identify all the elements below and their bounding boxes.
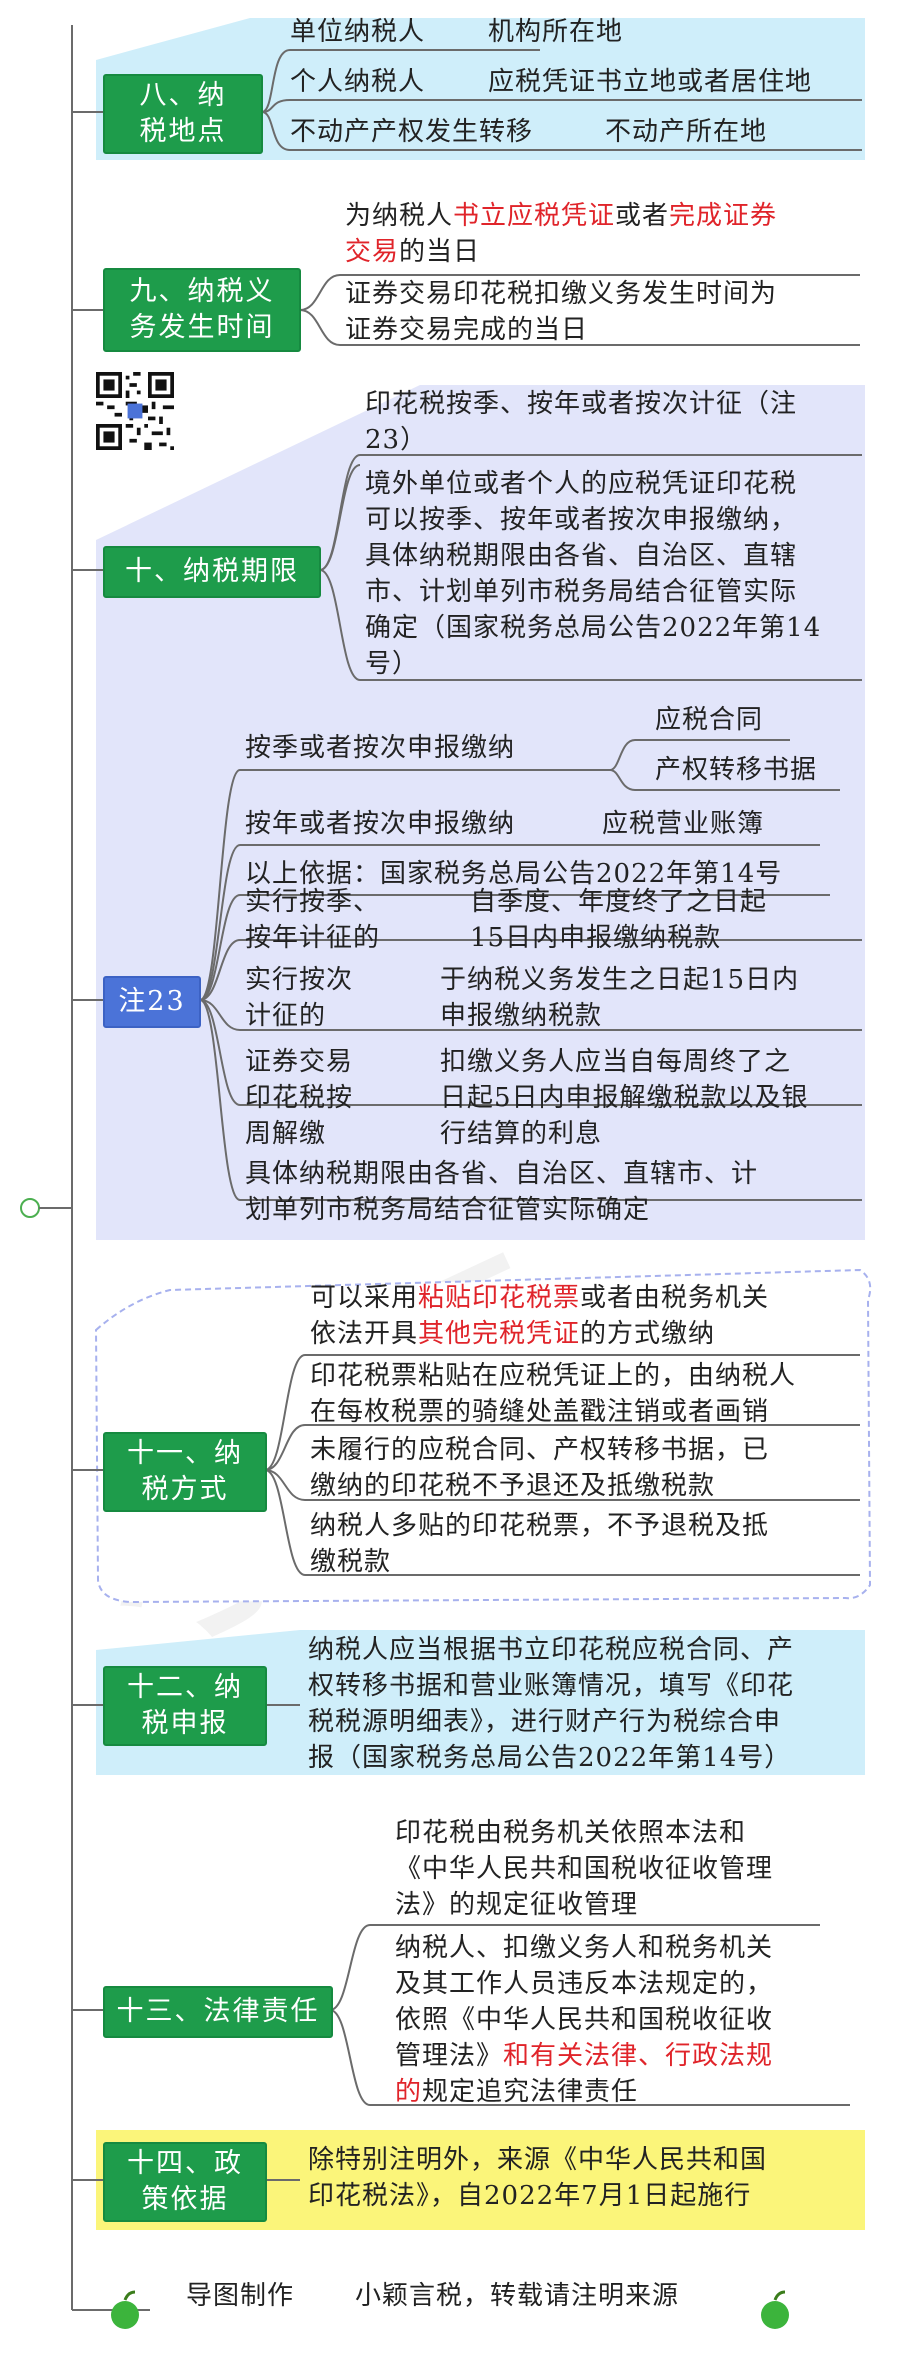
s11-item1-c: 或者由税务机关 依法开具 (310, 1283, 770, 1349)
node-s8-title: 八、纳 税地点 (139, 80, 227, 147)
note23-r7: 具体纳税期限由各省、自治区、直辖市、计 划单列市税务局结合征管实际确定 (245, 1159, 759, 1225)
s9-item1-d: 完成证券 交易 (345, 201, 778, 267)
note23-r2a: 应税营业账簿 (602, 809, 765, 839)
s8-row1-left: 单位纳税人 (290, 17, 426, 47)
s13-item1: 印花税由税务机关依照本法和 《中华人民共和国税收征收管理 法》的规定征收管理 (395, 1818, 774, 1920)
s11-item1-a: 可以采用 (310, 1283, 419, 1313)
s11-item1: 可以采用粘贴印花税票或者由税务机关 依法开具其他完税凭证的方式缴纳 (310, 1280, 860, 1352)
node-s11-title: 十一、纳 税方式 (127, 1438, 243, 1505)
s8-row2-left: 个人纳税人 (290, 67, 426, 97)
s9-item1-b: 书立应税凭证 (453, 201, 616, 231)
s9-item1-c: 或者 (615, 201, 670, 231)
s13-item2: 纳税人、扣缴义务人和税务机关 及其工作人员违反本法规定的， 依照《中华人民共和国… (395, 1930, 855, 2110)
note23-r2: 按年或者按次申报缴纳 (245, 809, 516, 839)
panel-s11 (94, 1268, 872, 1604)
node-s9-title: 九、纳税义 务发生时间 (129, 276, 275, 343)
s8-row3-left: 不动产产权发生转移 (290, 117, 534, 147)
s13-item2-c: 规定追究法律责任 (422, 2077, 639, 2107)
s10-item2: 境外单位或者个人的应税凭证印花税 可以按季、按年或者按次申报缴纳， 具体纳税期限… (365, 469, 822, 679)
note23-r1: 按季或者按次申报缴纳 (245, 733, 516, 763)
s11-item1-b: 粘贴印花税票 (418, 1283, 581, 1313)
panel-s8 (96, 18, 865, 160)
node-s13-title: 十三、法律责任 (116, 1996, 320, 2027)
s11-item1-e: 的方式缴纳 (580, 1319, 716, 1349)
note23-r6: 证券交易 印花税按 周解缴 (245, 1047, 354, 1149)
node-s10: 十、纳税期限 (103, 546, 321, 598)
node-s14-title: 十四、政 策依据 (127, 2148, 243, 2215)
s9-item2: 证券交易印花税扣缴义务发生时间为 证券交易完成的当日 (345, 279, 778, 345)
note23-r4a: 自季度、年度终了之日起 15日内申报缴纳税款 (470, 887, 768, 953)
note23-r4: 实行按季、 按年计征的 (245, 887, 381, 953)
footer-left: 导图制作 (186, 2281, 295, 2311)
s8-row1-right: 机构所在地 (488, 17, 624, 47)
note23-r1a: 应税合同 (655, 705, 764, 735)
s13-item2-a: 纳税人、扣缴义务人和税务机关 及其工作人员违反本法规定的， 依照《中华人民共和国… (395, 1933, 774, 2071)
s11-item2: 印花税票粘贴在应税凭证上的，由纳税人 在每枚税票的骑缝处盖戳注销或者画销 (310, 1361, 797, 1427)
s9-item1-e: 的当日 (399, 237, 481, 267)
s12-item1: 纳税人应当根据书立印花税应税合同、产 权转移书据和营业账簿情况，填写《印花 税税… (308, 1635, 795, 1773)
s8-row3-right: 不动产所在地 (605, 117, 768, 147)
node-s9: 九、纳税义 务发生时间 (103, 268, 301, 352)
s11-item4: 纳税人多贴的印花税票，不予退税及抵 缴税款 (310, 1511, 770, 1577)
node-s8: 八、纳 税地点 (103, 74, 263, 154)
panel-s10 (96, 385, 865, 1240)
s13-item2-b: 和有关法律、行政法规 的 (395, 2041, 774, 2107)
s10-item1: 印花税按季、按年或者按次计征（注 23） (365, 389, 798, 455)
node-s12-title: 十二、纳 税申报 (127, 1672, 243, 1739)
panel-s14 (96, 2130, 865, 2230)
note23-r5: 实行按次 计征的 (245, 965, 354, 1031)
node-note23-title: 注23 (118, 986, 186, 1017)
footer-right: 小颖言税，转载请注明来源 (355, 2281, 680, 2311)
node-s13: 十三、法律责任 (103, 1986, 333, 2038)
node-s10-title: 十、纳税期限 (125, 556, 299, 587)
apple-icon-left (111, 2290, 139, 2329)
node-s12: 十二、纳 税申报 (103, 1666, 267, 1746)
panel-s12 (96, 1630, 865, 1775)
apple-icon-right (761, 2290, 789, 2329)
s11-item1-d: 其他完税凭证 (418, 1319, 581, 1349)
node-s11: 十一、纳 税方式 (103, 1432, 267, 1512)
s8-row2-right: 应税凭证书立地或者居住地 (488, 67, 813, 97)
note23-r6a: 扣缴义务人应当自每周终了之 日起5日内申报解缴税款以及银 行结算的利息 (440, 1047, 809, 1149)
qr-code-icon (96, 372, 174, 450)
s11-item3: 未履行的应税合同、产权转移书据，已 缴纳的印花税不予退还及抵缴税款 (310, 1435, 770, 1501)
s9-item1: 为纳税人书立应税凭证或者完成证券 交易的当日 (345, 198, 845, 270)
note23-r3: 以上依据：国家税务总局公告2022年第14号 (245, 859, 783, 889)
node-note23: 注23 (103, 976, 201, 1028)
note23-r5a: 于纳税义务发生之日起15日内 申报缴纳税款 (440, 965, 800, 1031)
node-s14: 十四、政 策依据 (103, 2142, 267, 2222)
note23-r1b: 产权转移书据 (655, 755, 818, 785)
root-circle (20, 1198, 40, 1218)
s14-item1: 除特别注明外，来源《中华人民共和国 印花税法》，自2022年7月1日起施行 (308, 2145, 768, 2211)
s9-item1-a: 为纳税人 (345, 201, 454, 231)
